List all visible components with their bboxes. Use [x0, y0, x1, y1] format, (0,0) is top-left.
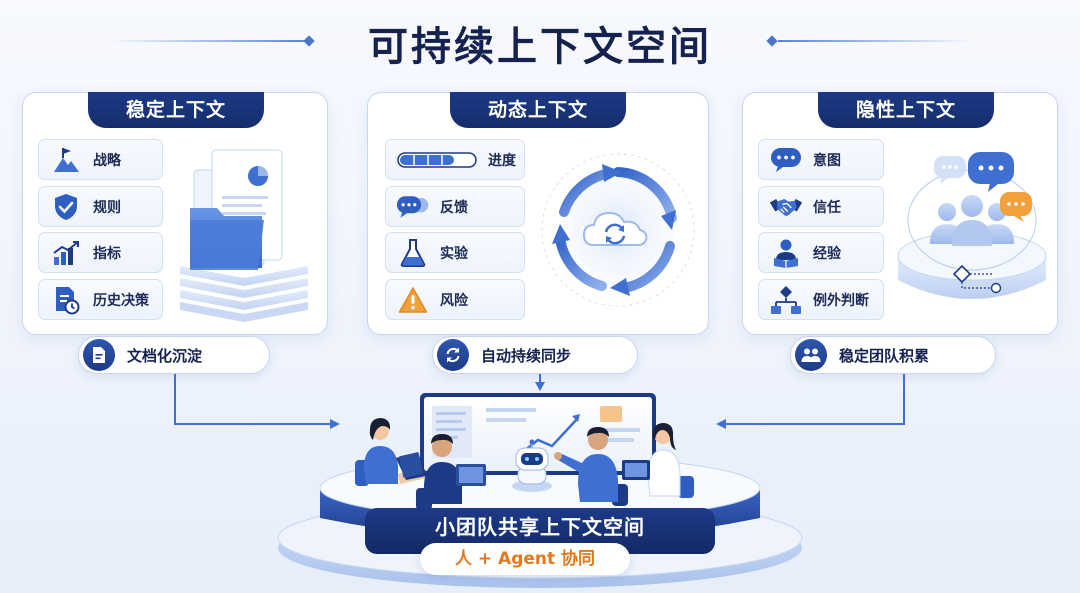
implicit-context-title: 隐性上下文 [818, 92, 994, 128]
handshake-icon [769, 192, 803, 222]
dynamic-item-experiment: 实验 [385, 232, 525, 273]
page-title: 可持续上下文空间 [368, 24, 712, 70]
dynamic-context-title: 动态上下文 [450, 92, 626, 128]
sync-cycle-illustration [541, 153, 695, 307]
team-knowledge-illustration [897, 152, 1047, 299]
title-divider-left [110, 40, 305, 42]
flask-icon [396, 238, 430, 268]
stable-team-accumulation-pill: 稳定团队积累 [790, 336, 996, 374]
team-icon [795, 339, 827, 371]
stable-item-history-decisions: 历史决策 [38, 279, 163, 320]
chat-bubble-icon [769, 145, 803, 175]
dynamic-item-risk: 风险 [385, 279, 525, 320]
chat-bubble-icon [396, 192, 430, 222]
dynamic-item-feedback: 反馈 [385, 186, 525, 227]
stable-context-title: 稳定上下文 [88, 92, 264, 128]
archive-folder-illustration [180, 149, 308, 322]
progress-bar-icon [396, 145, 478, 175]
auto-sync-pill: 自动持续同步 [432, 336, 638, 374]
sync-icon [437, 339, 469, 371]
shared-context-space-label: 小团队共享上下文空间 [365, 508, 715, 554]
stable-item-strategy: 战略 [38, 139, 163, 180]
stable-item-rules: 规则 [38, 186, 163, 227]
person-book-icon [769, 238, 803, 268]
implicit-item-intent: 意图 [758, 139, 884, 180]
warning-icon [396, 285, 430, 315]
flag-mountain-icon [49, 145, 83, 175]
stable-item-metrics: 指标 [38, 232, 163, 273]
shield-check-icon [49, 192, 83, 222]
bar-chart-icon [49, 238, 83, 268]
implicit-item-trust: 信任 [758, 186, 884, 227]
dynamic-item-progress: 进度 [385, 139, 525, 180]
flowchart-icon [769, 285, 803, 315]
human-agent-collab-badge: 人 + Agent 协同 [420, 543, 630, 575]
implicit-item-experience: 经验 [758, 232, 884, 273]
title-divider-right [778, 40, 973, 42]
document-clock-icon [49, 285, 83, 315]
implicit-item-exception-judgment: 例外判断 [758, 279, 884, 320]
document-icon [83, 339, 115, 371]
documented-sediment-pill: 文档化沉淀 [78, 336, 270, 374]
